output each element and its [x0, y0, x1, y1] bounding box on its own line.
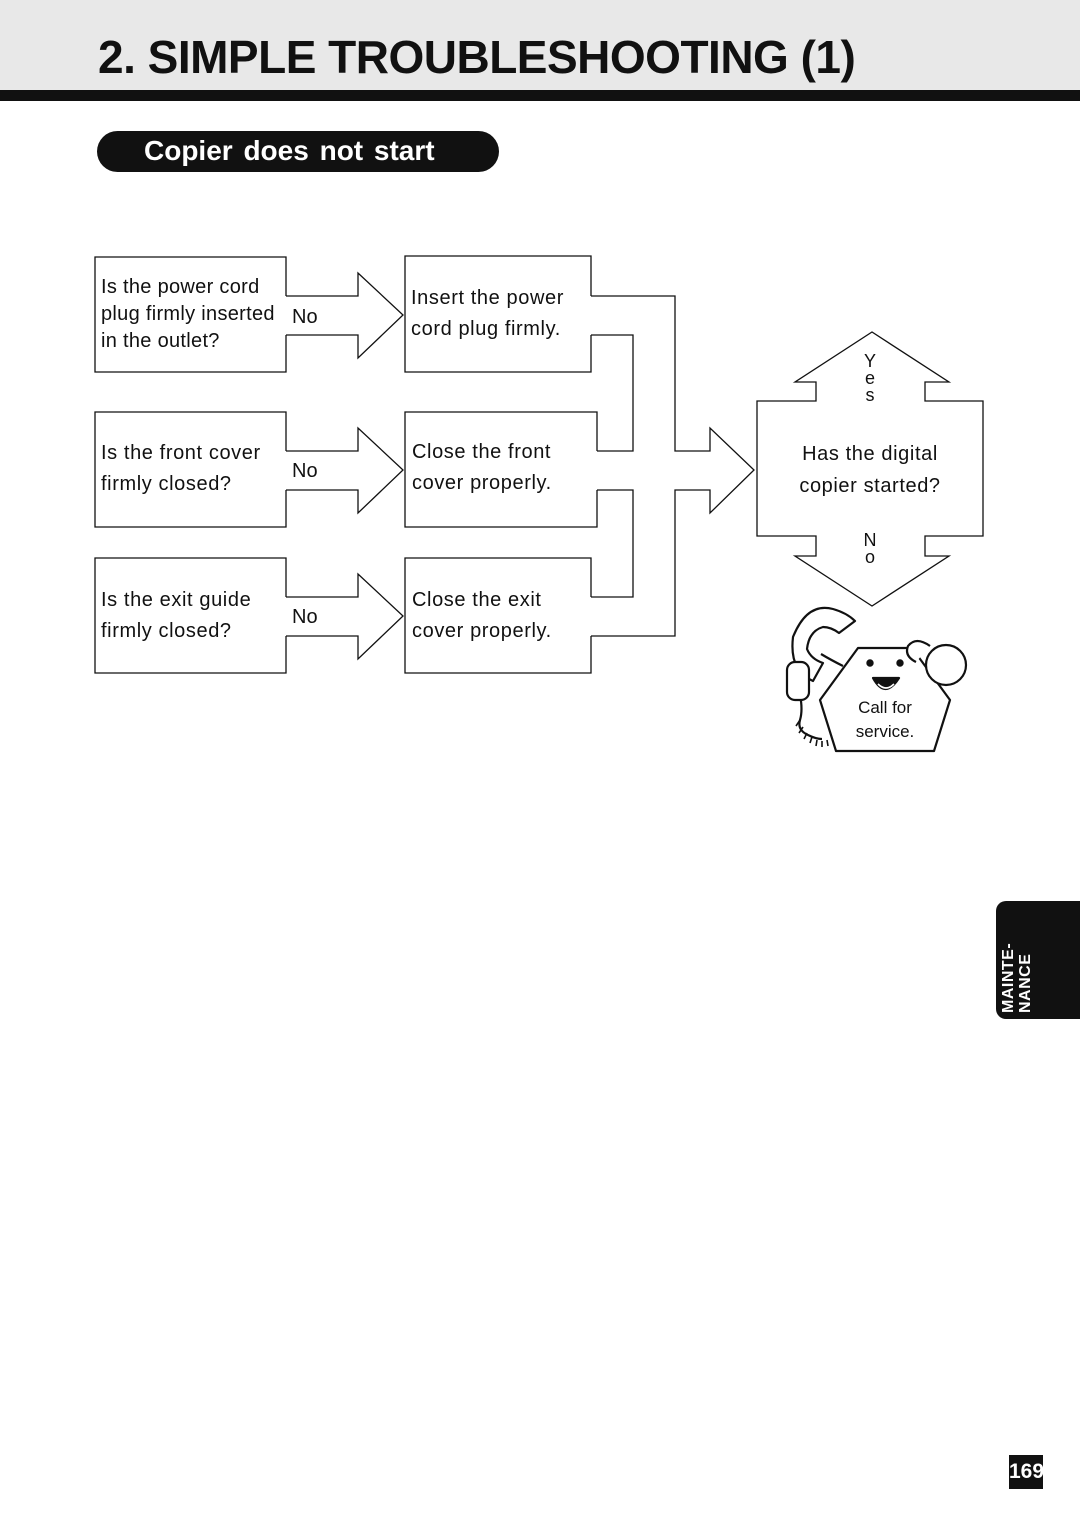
question-box-3	[94, 557, 287, 674]
maintenance-tab-label: MAINTE- NANCE	[1000, 942, 1034, 1013]
header-band	[0, 0, 1080, 90]
question-3: Is the exit guide firmly closed?	[101, 589, 252, 642]
question-box-1	[94, 256, 287, 373]
action-3: Close the exit cover properly.	[412, 589, 552, 642]
question-2: Is the front cover firmly closed?	[101, 442, 261, 495]
maintenance-tab: MAINTE- NANCE	[996, 901, 1080, 1019]
action-2: Close the front cover properly.	[412, 441, 552, 494]
action-box-3	[404, 557, 592, 674]
page-number: 169	[1009, 1455, 1044, 1489]
decision-question: Has the digital copier started?	[799, 443, 941, 497]
section-heading: Copier does not start	[97, 131, 499, 172]
question-box-2	[94, 411, 287, 528]
no-arrow-2	[286, 426, 404, 515]
no-label-3: No	[292, 606, 318, 628]
service-mascot-icon	[785, 606, 968, 753]
action-1: Insert the power cord plug firmly.	[411, 287, 565, 340]
connector-2	[591, 334, 634, 452]
action-box-2	[404, 411, 598, 528]
no-label-2: No	[292, 460, 318, 482]
action-box-1	[404, 255, 592, 373]
page-title: 2. SIMPLE TROUBLESHOOTING (1)	[98, 31, 856, 83]
decision-box	[756, 331, 984, 607]
no-label-1: No	[292, 306, 318, 328]
header-rule	[0, 90, 1080, 101]
no-arrow-3	[286, 572, 404, 661]
call-for-service-text: Call for service.	[855, 698, 915, 741]
yes-label: Y e s	[863, 351, 876, 405]
no-arrow-1	[286, 271, 404, 360]
question-1: Is the power cord plug firmly inserted i…	[101, 276, 275, 352]
connector-3	[591, 489, 634, 598]
no-label-decision: N o	[863, 530, 877, 567]
connector-1	[591, 295, 755, 637]
section-title: Copier does not start	[144, 135, 435, 166]
